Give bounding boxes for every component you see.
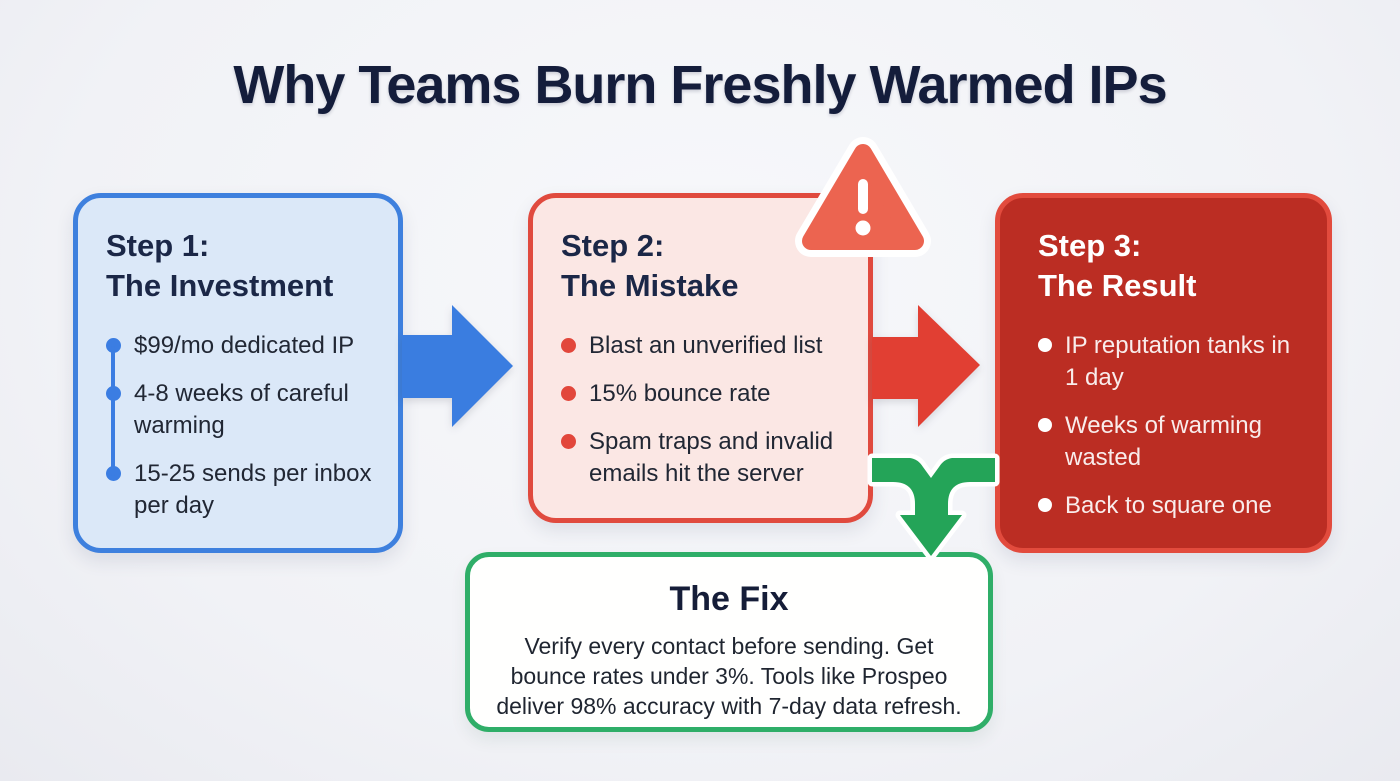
step3-card-content: Step 3: The Result IP reputation tanks i… xyxy=(1000,198,1327,548)
step2-card: Step 2: The Mistake Blast an unverified … xyxy=(528,193,873,523)
bullet-label: IP reputation tanks in 1 day xyxy=(1065,332,1291,391)
merge-arrow-to-fix xyxy=(867,453,1000,561)
bullet-dot-icon xyxy=(1038,338,1052,352)
step1-heading-line1: Step 1: xyxy=(106,228,210,263)
step2-bullet-list: Blast an unverified list 15% bounce rate… xyxy=(561,330,844,490)
step2-card-content: Step 2: The Mistake Blast an unverified … xyxy=(533,198,868,518)
fix-body-line: Verify every contact before sending. Get xyxy=(524,633,934,659)
fix-body-line: bounce rates under 3%. Tools like Prospe… xyxy=(510,663,948,689)
bullet-dot-icon xyxy=(561,386,576,401)
step2-heading-line2: The Mistake xyxy=(561,268,739,303)
fix-card: The Fix Verify every contact before send… xyxy=(465,552,993,732)
step1-card-content: Step 1: The Investment $99/mo dedicated … xyxy=(78,198,398,548)
bullet-label: 15% bounce rate xyxy=(589,380,771,407)
step3-heading-line2: The Result xyxy=(1038,268,1197,303)
bullet-dot-icon xyxy=(1038,498,1052,512)
list-item: IP reputation tanks in 1 day xyxy=(1038,330,1303,394)
step3-bullet-list: IP reputation tanks in 1 day Weeks of wa… xyxy=(1038,330,1303,522)
bullet-label: Back to square one xyxy=(1065,492,1272,519)
bullet-label: 15-25 sends per inbox per day xyxy=(134,460,372,519)
bullet-label: Weeks of warming wasted xyxy=(1065,412,1262,471)
fix-heading: The Fix xyxy=(669,580,789,618)
exclamation-dot xyxy=(855,220,871,236)
list-item: Spam traps and invalid emails hit the se… xyxy=(561,426,844,490)
bullet-dot-icon xyxy=(561,338,576,353)
list-item: 15-25 sends per inbox per day xyxy=(106,458,374,522)
list-item: 15% bounce rate xyxy=(561,378,844,410)
bullet-label: Spam traps and invalid emails hit the se… xyxy=(589,428,834,487)
step2-heading-line1: Step 2: xyxy=(561,228,665,263)
timeline-connector-line xyxy=(111,346,115,476)
page-title: Why Teams Burn Freshly Warmed IPs xyxy=(233,55,1167,115)
flow-arrow-step2-to-step3 xyxy=(872,305,980,427)
bullet-dot-icon xyxy=(1038,418,1052,432)
fix-card-content: The Fix Verify every contact before send… xyxy=(470,557,988,721)
bullet-label: $99/mo dedicated IP xyxy=(134,332,355,359)
bullet-label: 4-8 weeks of careful warming xyxy=(134,380,349,439)
step1-heading: Step 1: The Investment xyxy=(106,226,374,306)
flow-arrow-step1-to-step2 xyxy=(402,305,513,427)
list-item: $99/mo dedicated IP xyxy=(106,330,374,362)
fix-body-line: deliver 98% accuracy with 7-day data ref… xyxy=(496,693,962,719)
step1-card: Step 1: The Investment $99/mo dedicated … xyxy=(73,193,403,553)
bullet-label: Blast an unverified list xyxy=(589,332,823,359)
warning-triangle-icon xyxy=(795,137,931,257)
list-item: Blast an unverified list xyxy=(561,330,844,362)
list-item: Weeks of warming wasted xyxy=(1038,410,1303,474)
fix-body: Verify every contact before sending. Get… xyxy=(490,631,968,721)
step2-heading: Step 2: The Mistake xyxy=(561,226,844,306)
exclamation-bar xyxy=(858,179,868,214)
list-item: Back to square one xyxy=(1038,490,1303,522)
bullet-dot-icon xyxy=(106,338,121,353)
step3-heading-line1: Step 3: xyxy=(1038,228,1142,263)
step3-heading: Step 3: The Result xyxy=(1038,226,1303,306)
bullet-dot-icon xyxy=(561,434,576,449)
step1-heading-line2: The Investment xyxy=(106,268,334,303)
step3-card: Step 3: The Result IP reputation tanks i… xyxy=(995,193,1332,553)
step1-bullet-list: $99/mo dedicated IP 4-8 weeks of careful… xyxy=(106,330,374,522)
list-item: 4-8 weeks of careful warming xyxy=(106,378,374,442)
